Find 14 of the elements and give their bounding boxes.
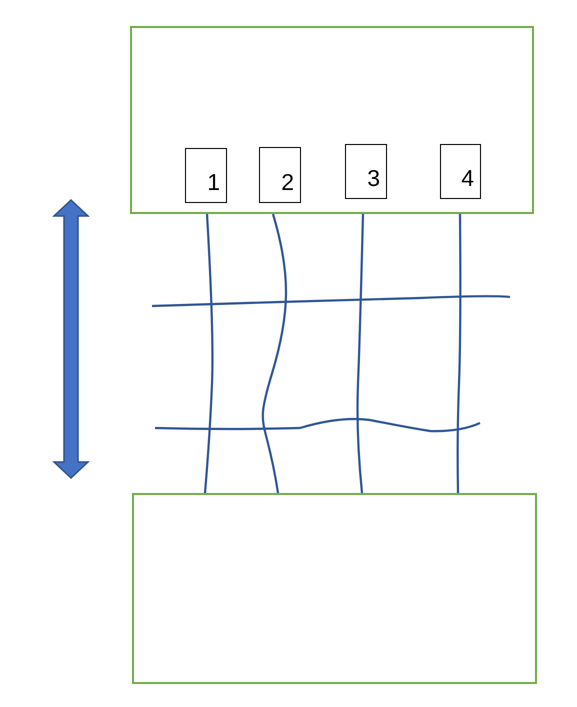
empty-box [132,493,537,684]
vertical-strand [456,214,462,494]
vertical-strand [356,214,364,494]
box-number: 3 [367,167,380,190]
box-number: 1 [207,171,220,194]
number-box [345,144,387,199]
number-box [440,144,481,199]
number-box [259,147,301,203]
empty-box [130,26,534,214]
box-number: 2 [281,171,294,194]
box-number: 4 [461,167,474,190]
number-box [185,148,227,203]
vertical-strand [262,214,288,494]
vertical-strand [204,214,214,494]
